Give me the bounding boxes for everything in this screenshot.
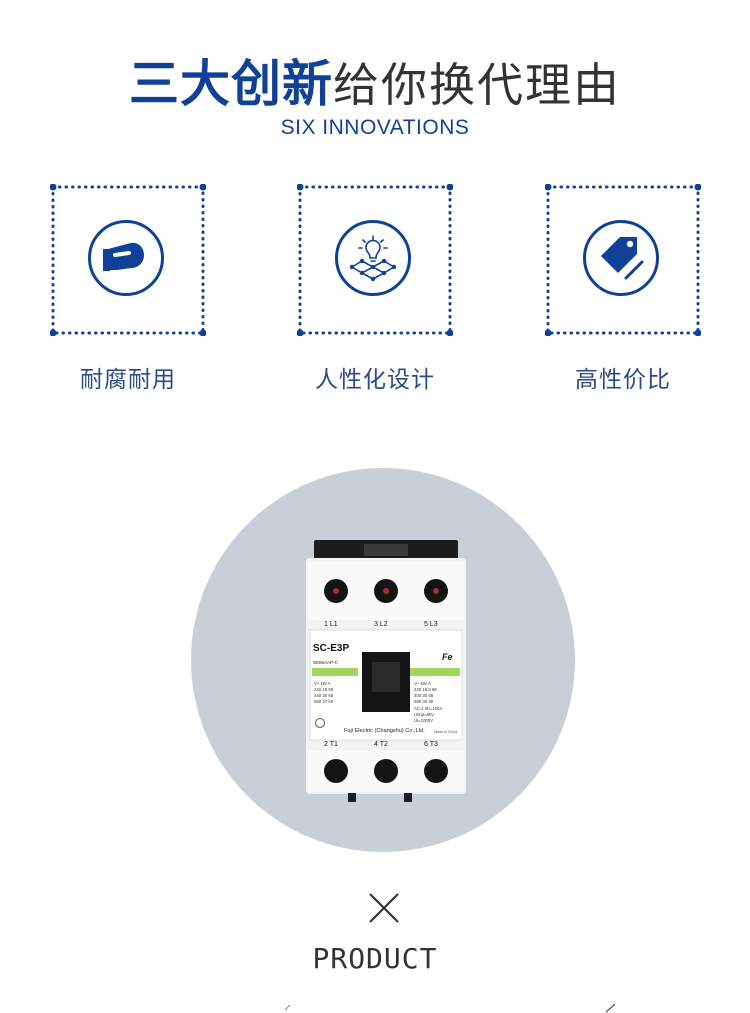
decorative-tick — [284, 1004, 291, 1011]
terminal-bottom-1: 2 T1 — [324, 741, 338, 748]
lightbulb-network-icon — [335, 220, 411, 296]
terminal-bottom-2: 4 T2 — [374, 741, 388, 748]
product-image: 1 L1 3 L2 5 L3 SC-E3P SE65AAP-C Fe V~ kW… — [306, 540, 466, 806]
feature-cost-effective: 高性价比 — [545, 184, 701, 393]
feature-label: 人性化设计 — [315, 367, 435, 393]
rating-right-0: V~ kW A — [414, 681, 431, 686]
product-model: SC-E3P — [313, 643, 349, 654]
product-label: PRODUCT — [312, 942, 438, 975]
product-part: SE65AAP-C — [313, 660, 339, 665]
page-title: 三大创新给你换代理由 — [0, 44, 750, 116]
hand-grip-icon — [88, 220, 164, 296]
feature-label: 耐腐耐用 — [80, 367, 176, 393]
times-icon — [368, 892, 400, 928]
spec-right-2: Ui=1000V — [414, 718, 433, 723]
terminal-top-2: 3 L2 — [374, 621, 388, 628]
rating-left-2: 440 30 65 — [314, 693, 334, 698]
feature-durable: 耐腐耐用 — [50, 184, 206, 393]
feature-frame — [297, 184, 453, 336]
rating-left-1: 240 15 65 — [314, 687, 334, 692]
terminal-top-1: 1 L1 — [324, 621, 338, 628]
feature-label: 高性价比 — [575, 367, 671, 393]
feature-frame — [545, 184, 701, 336]
rating-right-3: 690 30 36 — [414, 699, 434, 704]
decorative-tick — [605, 1003, 616, 1013]
spec-right-0: AC-1 Ith=100A — [414, 706, 442, 711]
rating-right-1: 220 18.5 68 — [414, 687, 437, 692]
title-light: 给你换代理由 — [333, 58, 621, 112]
rating-table-left: V~ kW A 240 15 65 440 30 65 550 37 60 — [314, 681, 334, 704]
rating-right-2: 400 30 65 — [414, 693, 434, 698]
product-origin: Made in China — [434, 730, 457, 734]
rating-left-0: V~ kW A — [314, 681, 331, 686]
title-bold: 三大创新 — [129, 55, 333, 113]
rating-left-3: 550 37 60 — [314, 699, 334, 704]
page-subtitle: SIX INNOVATIONS — [280, 116, 470, 139]
feature-frame — [50, 184, 206, 336]
brand-mark: Fe — [442, 652, 453, 662]
spec-right-1: Uimp=8kV — [414, 712, 434, 717]
feature-humanized-design: 人性化设计 — [297, 184, 453, 393]
price-tag-icon — [583, 220, 659, 296]
terminal-bottom-3: 6 T3 — [424, 741, 438, 748]
rating-table-right: V~ kW A 220 18.5 68 400 30 65 690 30 36 … — [414, 681, 442, 723]
certification-mark-icon — [315, 718, 325, 728]
terminal-top-3: 5 L3 — [424, 621, 438, 628]
product-maker: Fuji Electric (Changshu) Co.,Ltd. — [344, 728, 425, 734]
